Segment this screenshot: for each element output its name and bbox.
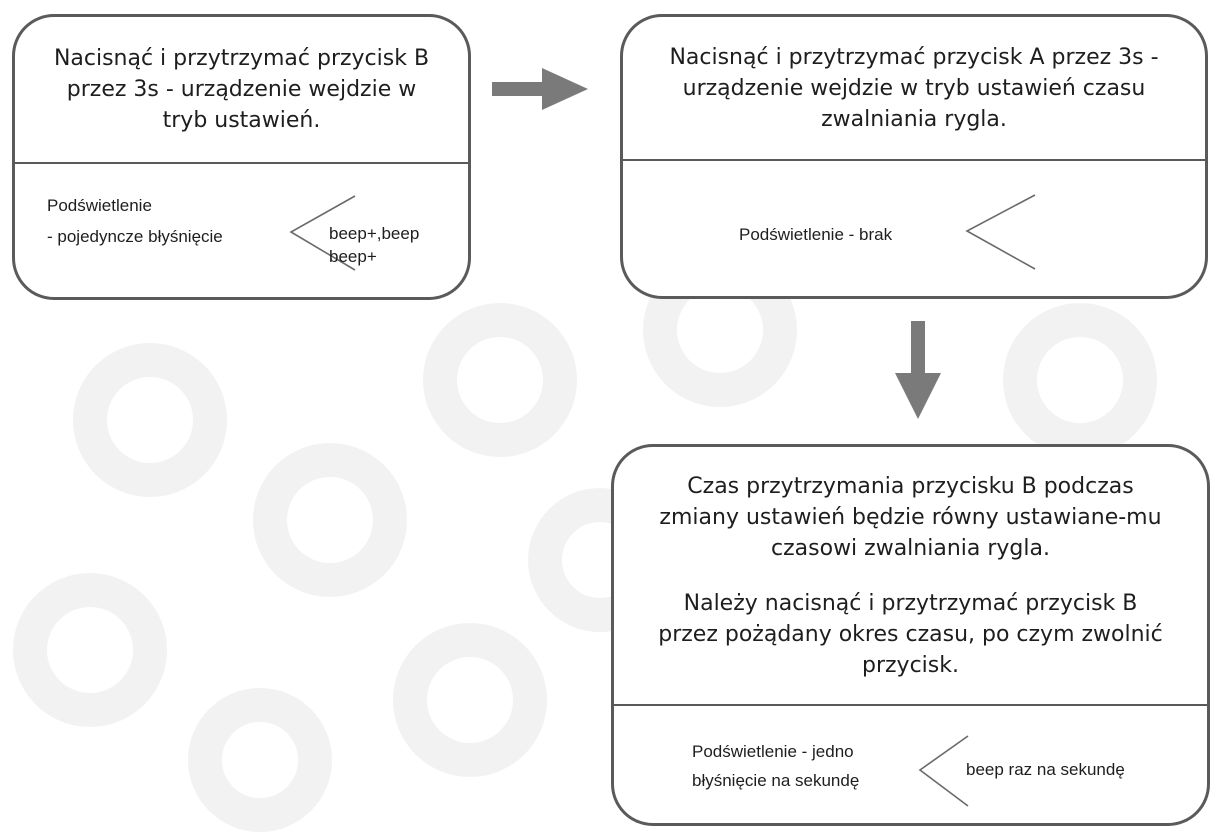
step3-instruction-section: Czas przytrzymania przycisku B podczas z… (614, 447, 1207, 706)
arrow-right-icon (492, 68, 588, 110)
step3-light-text: Podświetlenie - jedno błyśnięcie na seku… (692, 740, 859, 792)
step1-light-text: Podświetlenie - pojedyncze błyśnięcie (47, 194, 223, 248)
step2-instruction-text: Nacisnąć i przytrzymać przycisk A przez … (669, 44, 1159, 132)
step3-sound-text: beep raz na sekundę (966, 760, 1125, 779)
step2-chevron-icon (965, 194, 1036, 270)
step3-feedback-section: Podświetlenie - jedno błyśnięcie na seku… (614, 706, 1207, 823)
step3-light-line2: błyśnięcie na sekundę (692, 771, 860, 790)
step3-light-line1: Podświetlenie - jedno (692, 742, 854, 761)
step3-instruction-p2: Należy nacisnąć i przytrzymać przycisk B… (658, 590, 1163, 678)
step2-feedback-section: Podświetlenie - brak (623, 161, 1205, 296)
step1-light-line2: - pojedyncze błyśnięcie (47, 227, 223, 246)
step1-sound-chevron-icon (289, 195, 356, 271)
arrow-down-icon (895, 321, 941, 419)
step1-light-line1: Podświetlenie (47, 196, 152, 215)
step3-sound-chevron-icon (918, 735, 969, 807)
step1-instruction-section: Nacisnąć i przytrzymać przycisk B przez … (15, 17, 468, 164)
step1-feedback-section: Podświetlenie - pojedyncze błyśnięcie be… (15, 164, 468, 297)
step1-instruction-text: Nacisnąć i przytrzymać przycisk B przez … (53, 46, 430, 133)
step3-box: Czas przytrzymania przycisku B podczas z… (611, 444, 1210, 826)
step3-instruction-p1: Czas przytrzymania przycisku B podczas z… (659, 473, 1162, 561)
step1-sound-text: beep+,beep beep+ (329, 224, 420, 266)
step2-light-text: Podświetlenie - brak (739, 225, 893, 244)
step2-instruction-section: Nacisnąć i przytrzymać przycisk A przez … (623, 17, 1205, 161)
step1-box: Nacisnąć i przytrzymać przycisk B przez … (12, 14, 471, 300)
step2-box: Nacisnąć i przytrzymać przycisk A przez … (620, 14, 1208, 299)
